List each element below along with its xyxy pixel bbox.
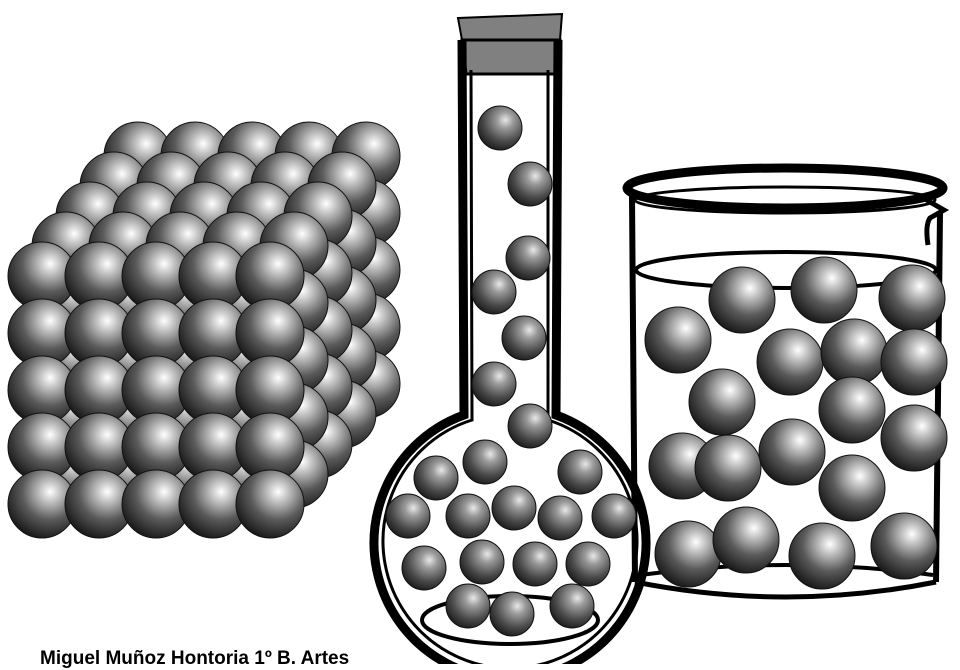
liquid-particle <box>759 419 825 485</box>
flask-stopper-top <box>458 14 562 40</box>
liquid-particle <box>791 257 857 323</box>
liquid-particle <box>709 267 775 333</box>
liquid-particle <box>689 369 755 435</box>
gas-particle <box>492 486 536 530</box>
gas-particle <box>550 584 594 628</box>
gas-particle <box>566 542 610 586</box>
liquid-particle <box>821 319 887 385</box>
gas-particle <box>460 540 504 584</box>
gas-particle <box>472 270 516 314</box>
liquid-particle <box>881 405 947 471</box>
gas-particle <box>446 584 490 628</box>
gas-particle <box>558 450 602 494</box>
gas-particle <box>592 494 636 538</box>
gas-particle <box>463 440 507 484</box>
gas-particle <box>508 404 552 448</box>
gas-particle <box>502 316 546 360</box>
gas-particle <box>506 236 550 280</box>
gas-particle <box>402 546 446 590</box>
gas-particle <box>513 542 557 586</box>
liquid-particle <box>819 455 885 521</box>
solid-cube <box>8 122 400 538</box>
liquid-particle <box>645 307 711 373</box>
gas-particle <box>472 362 516 406</box>
gas-particle <box>446 494 490 538</box>
liquid-particle <box>871 513 937 579</box>
liquid-beaker <box>627 168 947 597</box>
gas-particle <box>478 106 522 150</box>
liquid-particle <box>789 523 855 589</box>
liquid-particle <box>695 435 761 501</box>
gas-flask <box>374 14 646 664</box>
liquid-particle <box>879 265 945 331</box>
author-credit: Miguel Muñoz Hontoria 1º B. Artes <box>40 648 349 670</box>
gas-particle <box>508 162 552 206</box>
solid-particle <box>236 470 304 538</box>
liquid-particle <box>655 521 721 587</box>
flask-stopper <box>462 40 560 74</box>
gas-particle <box>386 494 430 538</box>
liquid-particle <box>757 329 823 395</box>
liquid-particle <box>881 329 947 395</box>
gas-particle <box>414 456 458 500</box>
liquid-particle <box>819 377 885 443</box>
gas-particles <box>386 106 636 636</box>
liquid-particle <box>713 507 779 573</box>
liquid-particles <box>645 257 947 589</box>
gas-particle <box>490 592 534 636</box>
gas-particle <box>538 496 582 540</box>
